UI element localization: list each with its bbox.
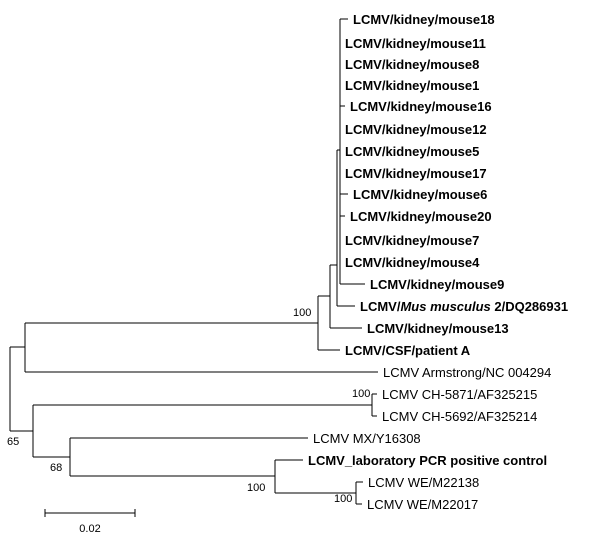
leaf-label-m4: LCMV/kidney/mouse4 bbox=[345, 255, 480, 270]
leaf-label-m8: LCMV/kidney/mouse8 bbox=[345, 57, 479, 72]
tree-branches bbox=[9, 18, 378, 505]
leaf-label-m13: LCMV/kidney/mouse13 bbox=[367, 321, 509, 336]
leaf-label-arm: LCMV Armstrong/NC 004294 bbox=[383, 365, 551, 380]
leaf-label-we2: LCMV WE/M22017 bbox=[367, 497, 478, 512]
leaf-label-part: Mus musculus bbox=[400, 299, 490, 314]
leaf-label-m7: LCMV/kidney/mouse7 bbox=[345, 233, 479, 248]
leaf-label-csf: LCMV/CSF/patient A bbox=[345, 343, 471, 358]
support-value-n_mouse: 100 bbox=[293, 307, 311, 319]
leaf-label-m18: LCMV/kidney/mouse18 bbox=[353, 12, 495, 27]
leaf-label-m1: LCMV/kidney/mouse1 bbox=[345, 78, 479, 93]
leaf-label-m16: LCMV/kidney/mouse16 bbox=[350, 99, 492, 114]
support-values: 100 100 65 68 100 100 bbox=[7, 307, 370, 505]
leaf-label-mx: LCMV MX/Y16308 bbox=[313, 431, 421, 446]
leaf-label-lab: LCMV_laboratory PCR positive control bbox=[308, 453, 547, 468]
leaf-label-mus: LCMV/Mus musculus 2/DQ286931 bbox=[360, 299, 568, 314]
leaf-label-m11: LCMV/kidney/mouse11 bbox=[345, 36, 486, 51]
scale-bar-label: 0.02 bbox=[79, 523, 100, 535]
support-value-n_mxwe: 68 bbox=[50, 462, 62, 474]
leaf-label-m17: LCMV/kidney/mouse17 bbox=[345, 166, 487, 181]
leaf-label-m6: LCMV/kidney/mouse6 bbox=[353, 187, 487, 202]
leaf-label-part: 2/DQ286931 bbox=[491, 299, 568, 314]
leaf-label-part: LCMV/ bbox=[360, 299, 401, 314]
leaf-label-m9: LCMV/kidney/mouse9 bbox=[370, 277, 504, 292]
support-value-n_we: 100 bbox=[334, 493, 352, 505]
scale-bar: 0.02 bbox=[44, 509, 136, 535]
leaf-label-ch5871: LCMV CH-5871/AF325215 bbox=[382, 387, 537, 402]
support-value-n_labwe: 100 bbox=[247, 482, 265, 494]
support-value-n_root: 65 bbox=[7, 436, 19, 448]
leaf-label-ch5692: LCMV CH-5692/AF325214 bbox=[382, 409, 537, 424]
leaf-label-m20: LCMV/kidney/mouse20 bbox=[350, 209, 492, 224]
support-value-n_ch: 100 bbox=[352, 388, 370, 400]
leaf-label-m12: LCMV/kidney/mouse12 bbox=[345, 122, 487, 137]
leaf-label-m5: LCMV/kidney/mouse5 bbox=[345, 144, 479, 159]
leaf-labels: LCMV/kidney/mouse18LCMV/kidney/mouse11LC… bbox=[308, 12, 568, 512]
leaf-label-we1: LCMV WE/M22138 bbox=[368, 475, 479, 490]
